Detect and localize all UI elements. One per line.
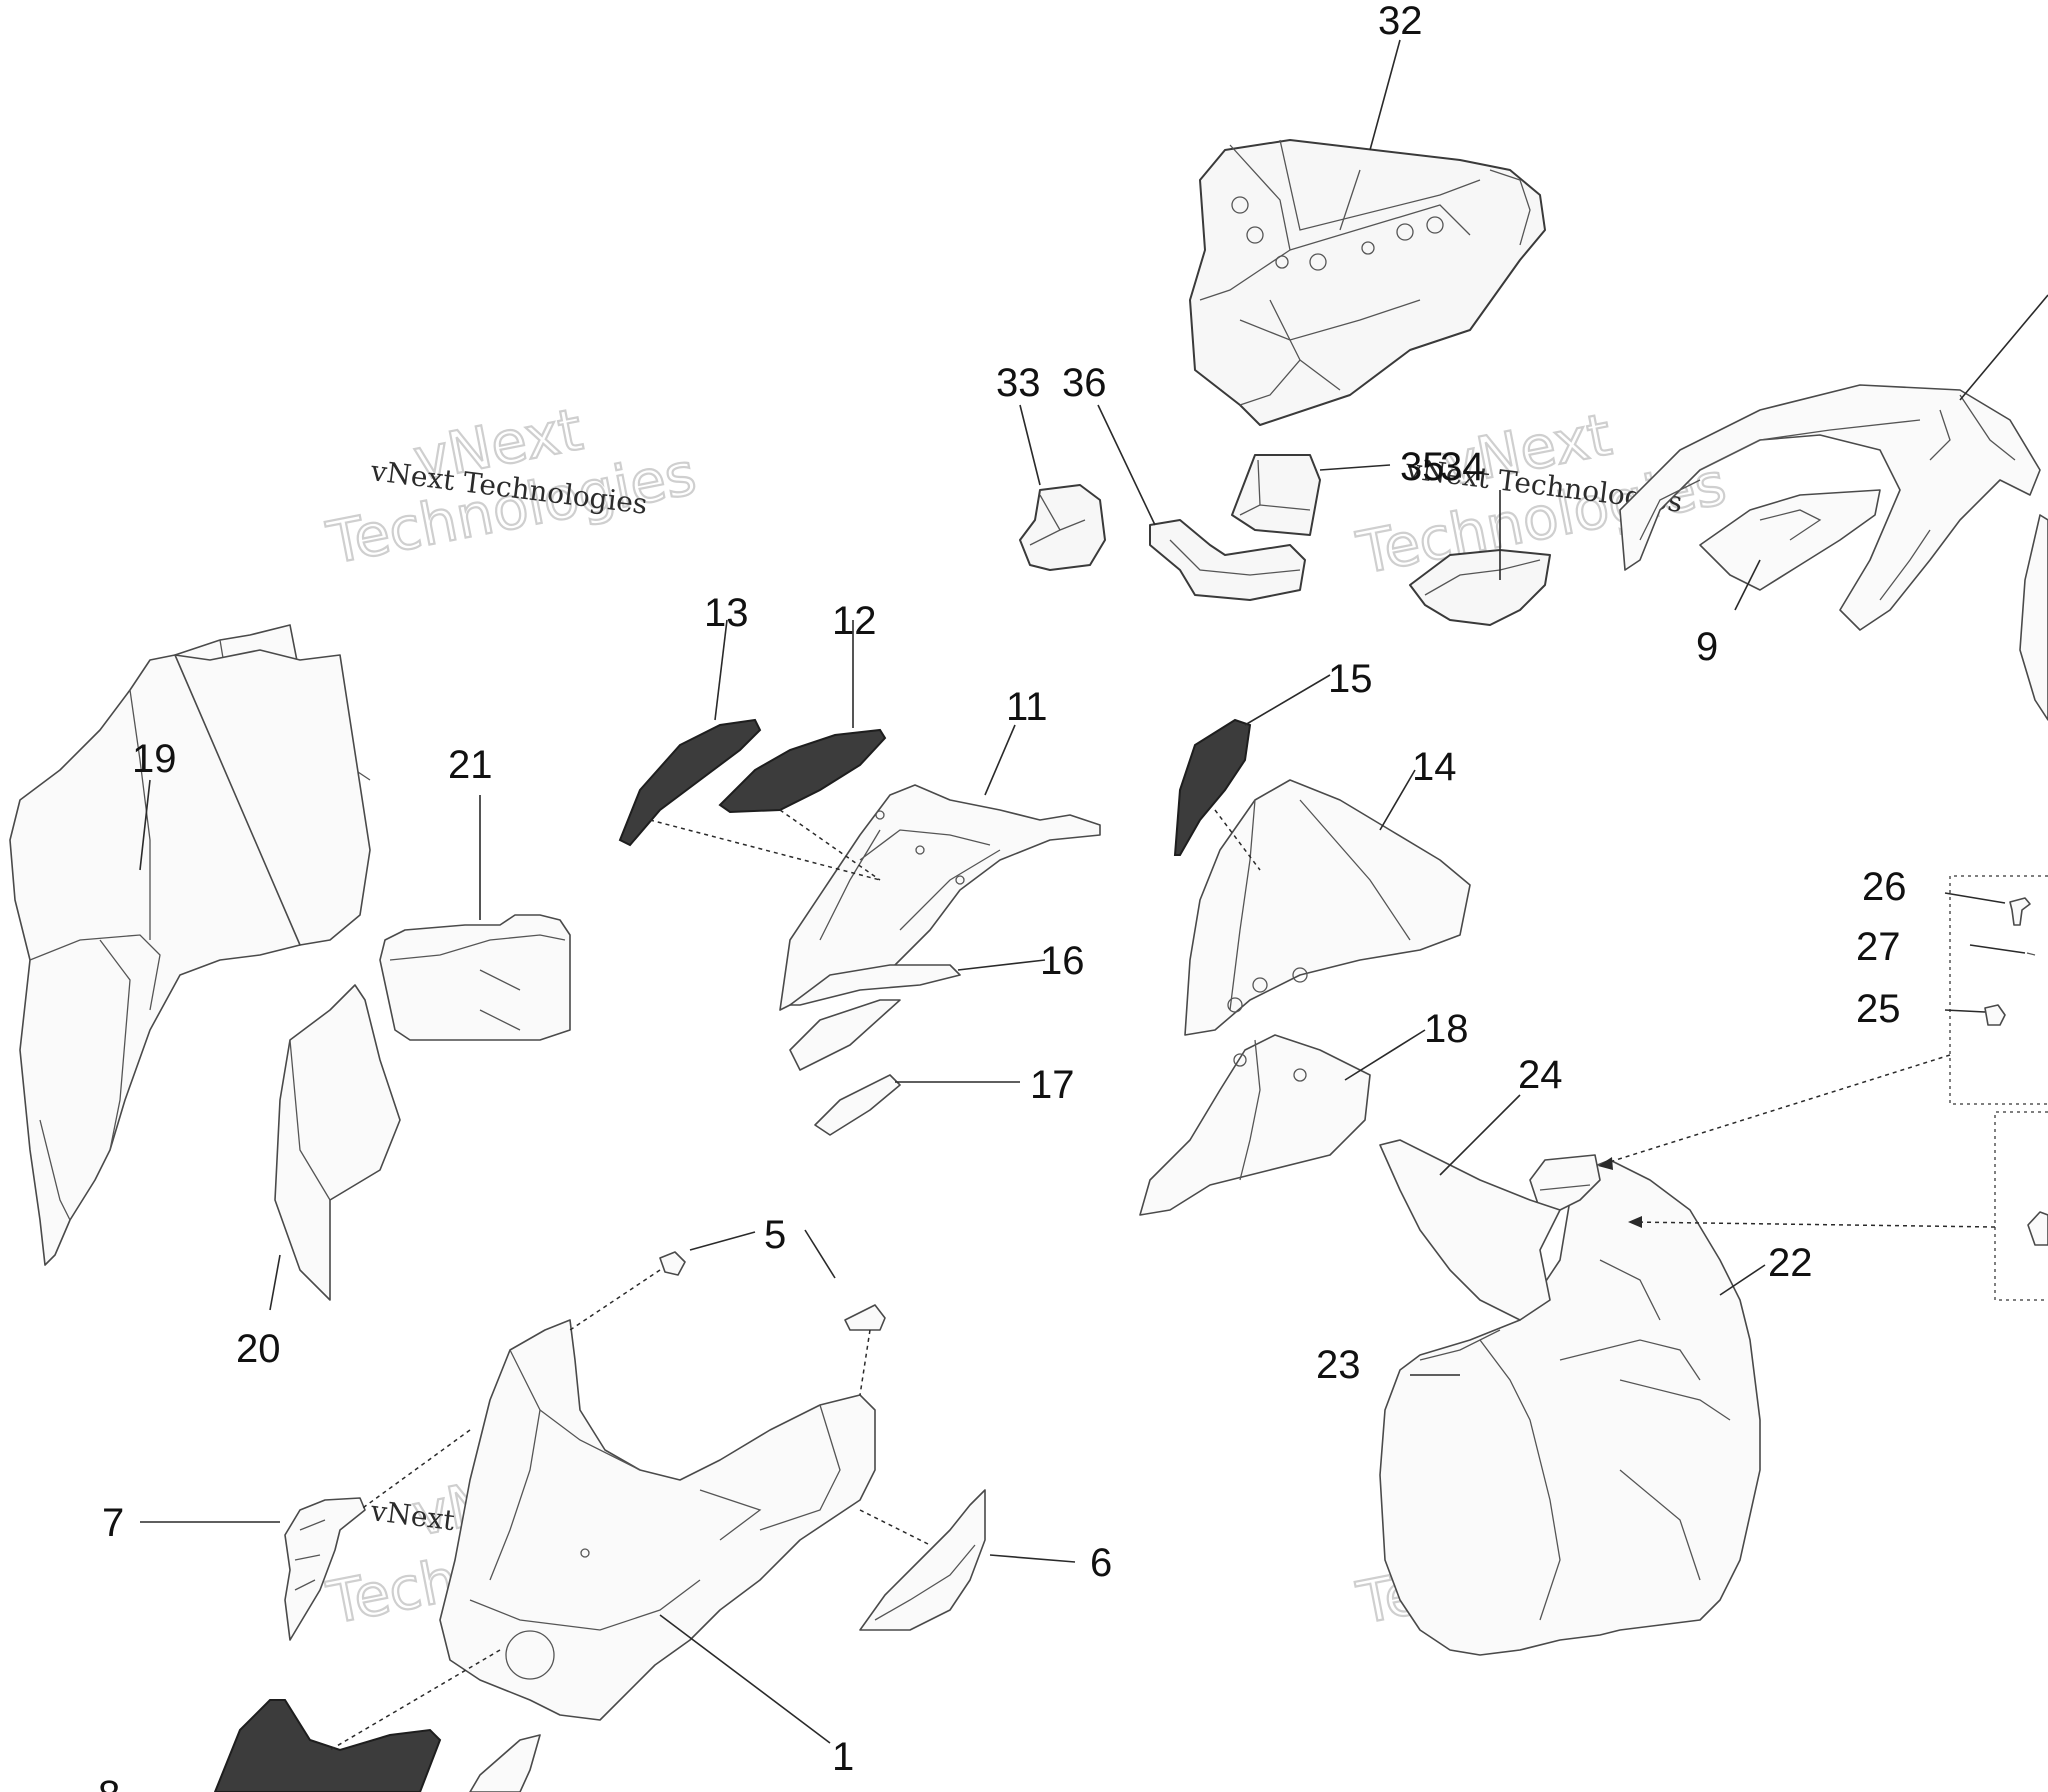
callout-26: 26 bbox=[1862, 865, 1907, 909]
assembly-dashed-lines bbox=[329, 809, 1996, 1751]
part-25-nut bbox=[1984, 1004, 2006, 1026]
part-6-side-insert bbox=[859, 1489, 986, 1631]
part-26-rivet bbox=[2009, 897, 2031, 926]
callout-24: 24 bbox=[1518, 1053, 1563, 1097]
part-12-mesh-grille bbox=[718, 728, 887, 814]
callout-17: 17 bbox=[1030, 1063, 1075, 1107]
callout-15: 15 bbox=[1328, 657, 1373, 701]
part-20-side-panel bbox=[274, 984, 401, 1301]
part-17-strip bbox=[789, 999, 901, 1136]
part-18-lower-cowl bbox=[1139, 1034, 1371, 1216]
part-15-mesh-grille bbox=[1173, 718, 1252, 856]
callout-20: 20 bbox=[236, 1327, 281, 1371]
part-11-upper-fairing bbox=[779, 784, 1101, 1011]
callout-23: 23 bbox=[1316, 1343, 1361, 1387]
assembly-arrow-head-2 bbox=[1628, 1216, 1642, 1228]
part-8-lower-mesh bbox=[213, 1699, 541, 1792]
callout-13: 13 bbox=[704, 591, 749, 635]
callout-9: 9 bbox=[1696, 625, 1718, 669]
callout-6: 6 bbox=[1090, 1541, 1112, 1585]
hardware-group-box bbox=[1949, 875, 2048, 1105]
part-34-duct bbox=[1409, 549, 1551, 626]
callout-33: 33 bbox=[996, 361, 1041, 405]
callout-19: 19 bbox=[132, 737, 177, 781]
leader-lines bbox=[139, 39, 2048, 1744]
part-9-rear-frame bbox=[1619, 384, 2048, 721]
part-16-strip bbox=[789, 964, 961, 1006]
part-14-center-cowl bbox=[1184, 779, 1471, 1036]
callout-34: 34 bbox=[1440, 445, 1485, 489]
hardware-detail-right bbox=[2027, 1211, 2048, 1246]
part-27-washer bbox=[2026, 952, 2036, 956]
callout-22: 22 bbox=[1768, 1241, 1813, 1285]
part-33-side-panel bbox=[1019, 484, 1106, 571]
callout-25: 25 bbox=[1856, 987, 1901, 1031]
assembly-arrow-head bbox=[1598, 1157, 1613, 1170]
callout-21: 21 bbox=[448, 743, 493, 787]
callout-36: 36 bbox=[1062, 361, 1107, 405]
callout-32: 32 bbox=[1378, 0, 1423, 43]
part-22-lower-hood bbox=[1379, 1154, 1761, 1656]
callout-18: 18 bbox=[1424, 1007, 1469, 1051]
callout-1: 1 bbox=[832, 1735, 854, 1779]
part-13-mesh-grille bbox=[618, 718, 762, 847]
callout-5: 5 bbox=[764, 1213, 786, 1257]
part-24-divider bbox=[1379, 1139, 1561, 1321]
hardware-group-box-2 bbox=[1994, 1111, 2048, 1301]
callout-12: 12 bbox=[832, 599, 877, 643]
part-19-left-side-panel bbox=[9, 624, 371, 1266]
callout-11: 11 bbox=[1006, 685, 1048, 729]
callout-16: 16 bbox=[1040, 939, 1085, 983]
callout-35: 35 bbox=[1400, 445, 1445, 489]
part-32-upper-cowl bbox=[1189, 139, 1546, 426]
part-7-side-insert bbox=[284, 1497, 366, 1641]
callout-7: 7 bbox=[102, 1501, 124, 1545]
callout-8: 8 bbox=[98, 1773, 120, 1792]
part-35-block bbox=[1231, 454, 1321, 536]
part-36-trim bbox=[1149, 519, 1306, 601]
part-5-fasteners bbox=[659, 1251, 886, 1331]
part-21-block bbox=[379, 914, 571, 1041]
callout-27: 27 bbox=[1856, 925, 1901, 969]
callout-14: 14 bbox=[1412, 745, 1457, 789]
callout-labels: 32 33 36 35 34 9 13 12 11 15 14 19 21 16… bbox=[98, 0, 1907, 1792]
part-1-nose-panel bbox=[439, 1319, 876, 1721]
